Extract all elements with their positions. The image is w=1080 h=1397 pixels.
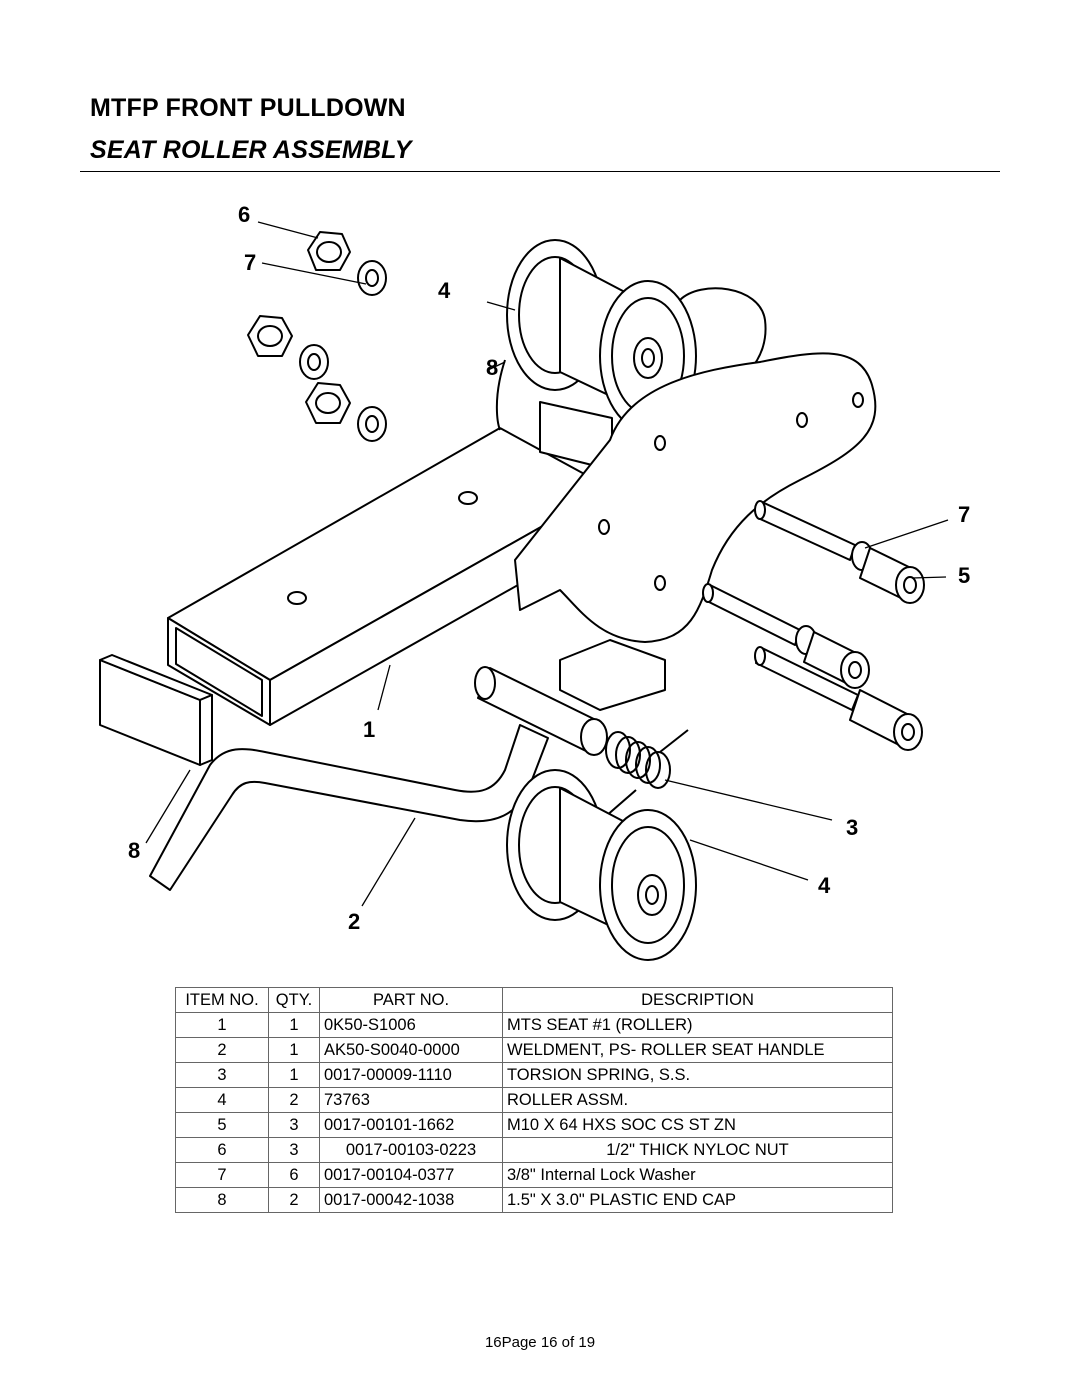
cell-description: TORSION SPRING, S.S. <box>502 1062 893 1088</box>
washer-7-left <box>299 344 329 380</box>
nut-6-middle <box>305 382 351 424</box>
callout-7-right: 7 <box>958 502 970 527</box>
cell-description: 3/8" Internal Lock Washer <box>502 1162 893 1188</box>
table-row: 7 6 0017-00104-0377 3/8" Internal Lock W… <box>175 1162 893 1188</box>
cell-qty: 1 <box>268 1062 320 1088</box>
callout-6: 6 <box>238 202 250 227</box>
callout-5: 5 <box>958 563 970 588</box>
callout-2: 2 <box>348 909 360 934</box>
plastic-end-cap-upper <box>99 654 213 766</box>
table-row: 8 2 0017-00042-1038 1.5" X 3.0" PLASTIC … <box>175 1187 893 1213</box>
cell-qty: 1 <box>268 1012 320 1038</box>
cell-description: 1.5" X 3.0" PLASTIC END CAP <box>502 1187 893 1213</box>
column-header-qty: QTY. <box>268 987 320 1013</box>
plate-hole <box>796 412 808 428</box>
cell-qty: 3 <box>268 1112 320 1138</box>
column-header-item-no: ITEM NO. <box>175 987 269 1013</box>
plate-hole <box>598 519 610 535</box>
cell-qty: 2 <box>268 1187 320 1213</box>
cell-part-no: 73763 <box>319 1087 503 1113</box>
page-title: MTFP FRONT PULLDOWN <box>90 94 406 122</box>
callout-4-top: 4 <box>438 278 451 303</box>
callout-7-top: 7 <box>244 250 256 275</box>
cap-screw-middle <box>702 583 870 689</box>
cell-item-no: 8 <box>175 1187 269 1213</box>
cell-qty: 6 <box>268 1162 320 1188</box>
cell-description: 1/2" THICK NYLOC NUT <box>502 1137 893 1163</box>
cell-description: MTS SEAT #1 (ROLLER) <box>502 1012 893 1038</box>
table-row: 1 1 0K50-S1006 MTS SEAT #1 (ROLLER) <box>175 1012 893 1038</box>
plate-hole <box>654 435 666 451</box>
column-header-description: DESCRIPTION <box>502 987 893 1013</box>
page-number: 16Page 16 of 19 <box>484 1334 596 1351</box>
cell-item-no: 7 <box>175 1162 269 1188</box>
callout-8-top: 8 <box>486 355 498 380</box>
table-row: 4 2 73763 ROLLER ASSM. <box>175 1087 893 1113</box>
cap-screw-lower <box>754 646 923 751</box>
cell-item-no: 5 <box>175 1112 269 1138</box>
roller-assembly-lower <box>506 769 697 961</box>
main-side-plate <box>514 352 877 643</box>
table-header-row: ITEM NO. QTY. PART NO. DESCRIPTION <box>175 987 893 1013</box>
exploded-assembly-drawing: 6 7 4 8 7 5 1 3 8 4 2 <box>99 202 970 961</box>
callout-3: 3 <box>846 815 858 840</box>
cell-part-no: 0017-00009-1110 <box>319 1062 503 1088</box>
column-header-part-no: PART NO. <box>319 987 503 1013</box>
callout-1: 1 <box>363 717 375 742</box>
leader-lines <box>145 221 949 907</box>
cell-qty: 3 <box>268 1137 320 1163</box>
callout-4-bottom: 4 <box>818 873 831 898</box>
handle-mount-block <box>559 639 666 711</box>
cell-qty: 2 <box>268 1087 320 1113</box>
cell-qty: 1 <box>268 1037 320 1063</box>
cell-part-no: AK50-S0040-0000 <box>319 1037 503 1063</box>
plate-hole <box>852 392 864 408</box>
cell-description: ROLLER ASSM. <box>502 1087 893 1113</box>
pivot-pin <box>474 666 608 756</box>
parts-list-table: ITEM NO. QTY. PART NO. DESCRIPTION 1 1 0… <box>175 987 893 1213</box>
callout-8-bottom: 8 <box>128 838 140 863</box>
cell-part-no: 0017-00101-1662 <box>319 1112 503 1138</box>
cell-item-no: 6 <box>175 1137 269 1163</box>
cell-description: M10 X 64 HXS SOC CS ST ZN <box>502 1112 893 1138</box>
cell-item-no: 4 <box>175 1087 269 1113</box>
nut-6-top <box>307 231 351 271</box>
cell-part-no: 0K50-S1006 <box>319 1012 503 1038</box>
cell-description: WELDMENT, PS- ROLLER SEAT HANDLE <box>502 1037 893 1063</box>
washer-7-top <box>357 260 387 296</box>
cell-part-no: 0017-00042-1038 <box>319 1187 503 1213</box>
washer-7-middle <box>357 406 387 442</box>
table-row: 3 1 0017-00009-1110 TORSION SPRING, S.S. <box>175 1062 893 1088</box>
cell-item-no: 3 <box>175 1062 269 1088</box>
title-divider <box>80 171 1000 172</box>
nut-6-left <box>247 315 293 357</box>
table-row: 6 3 0017-00103-0223 1/2" THICK NYLOC NUT <box>175 1137 893 1163</box>
cell-part-no: 0017-00103-0223 <box>319 1137 503 1163</box>
cell-item-no: 2 <box>175 1037 269 1063</box>
torsion-spring <box>589 729 689 831</box>
cell-item-no: 1 <box>175 1012 269 1038</box>
cap-screw-upper <box>754 500 925 604</box>
cell-part-no: 0017-00104-0377 <box>319 1162 503 1188</box>
roller-seat-handle <box>149 724 549 891</box>
page-subtitle: SEAT ROLLER ASSEMBLY <box>90 136 412 164</box>
plate-hole <box>654 575 666 591</box>
table-row: 5 3 0017-00101-1662 M10 X 64 HXS SOC CS … <box>175 1112 893 1138</box>
table-row: 2 1 AK50-S0040-0000 WELDMENT, PS- ROLLER… <box>175 1037 893 1063</box>
